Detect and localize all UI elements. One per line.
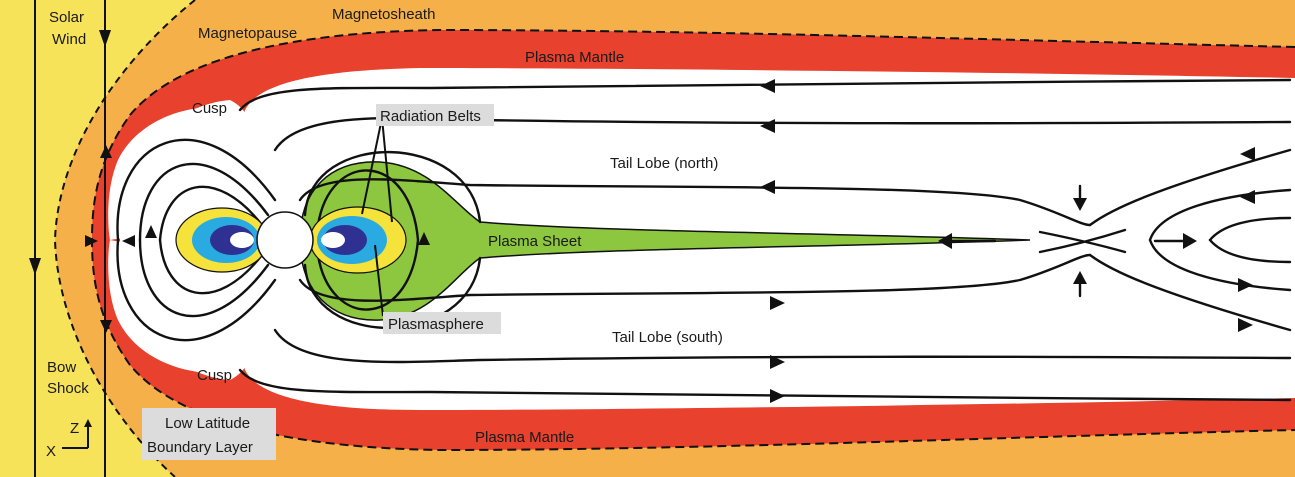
label-plasma-mantle-top: Plasma Mantle (525, 49, 624, 66)
label-solar-wind-1: Solar (49, 9, 84, 26)
label-llbl-1: Low Latitude (165, 415, 250, 432)
label-cusp-bottom: Cusp (197, 367, 232, 384)
label-tail-lobe-south: Tail Lobe (south) (612, 329, 723, 346)
label-magnetosheath: Magnetosheath (332, 6, 435, 23)
label-tail-lobe-north: Tail Lobe (north) (610, 155, 718, 172)
label-plasma-mantle-bottom: Plasma Mantle (475, 429, 574, 446)
label-solar-wind-2: Wind (52, 31, 86, 48)
label-cusp-top: Cusp (192, 100, 227, 117)
label-axis-x: X (46, 443, 56, 460)
label-plasmasphere: Plasmasphere (388, 316, 484, 333)
label-bow-shock-1: Bow (47, 359, 76, 376)
label-radiation-belts: Radiation Belts (380, 108, 481, 125)
label-axis-z: Z (70, 420, 79, 437)
label-llbl-2: Boundary Layer (147, 439, 253, 456)
label-plasma-sheet: Plasma Sheet (488, 233, 582, 250)
belt-left-inner (230, 232, 254, 248)
earth (257, 212, 313, 268)
label-magnetopause: Magnetopause (198, 25, 297, 42)
belt-right-inner (321, 232, 345, 248)
label-bow-shock-2: Shock (47, 380, 89, 397)
